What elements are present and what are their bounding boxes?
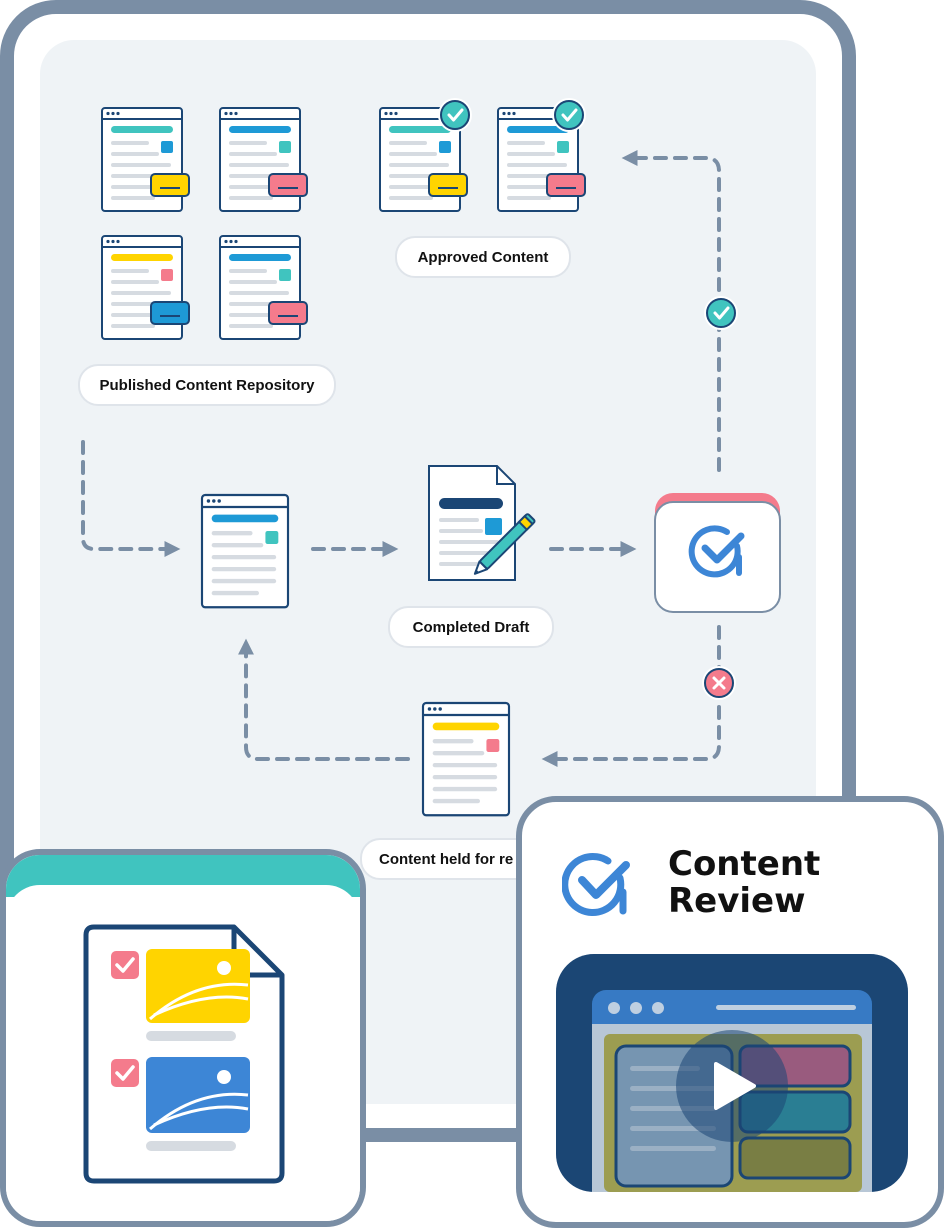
published-doc-2	[219, 107, 308, 212]
checkbox-icon	[111, 951, 139, 979]
video-title-line-2: Review	[668, 881, 806, 921]
arrow-repo-to-working	[81, 440, 181, 557]
content-review-video-card[interactable]: Content Review	[516, 796, 944, 1228]
working-doc	[200, 493, 290, 609]
held-doc	[421, 701, 511, 817]
label-approved-content: Approved Content	[395, 236, 571, 278]
arrow-review-to-held	[541, 625, 721, 767]
video-title: Content Review	[668, 846, 928, 920]
check-circle-icon	[550, 96, 588, 134]
play-icon	[676, 1030, 788, 1142]
label-completed-draft: Completed Draft	[388, 606, 554, 648]
video-title-line-1: Content	[668, 844, 821, 884]
pen-icon	[473, 513, 536, 575]
label-published-content-repository: Published Content Repository	[78, 364, 336, 406]
document-card	[0, 849, 366, 1227]
image-icon	[146, 949, 250, 1023]
published-doc-1	[101, 107, 190, 212]
flow-arrows	[81, 150, 721, 767]
review-check-icon	[562, 853, 630, 916]
approved-doc-2	[497, 107, 586, 212]
arrow-held-to-working	[238, 638, 410, 761]
document-illustration	[83, 924, 285, 1184]
image-icon	[146, 1057, 250, 1133]
approved-doc-1	[379, 107, 468, 212]
draft-doc	[428, 465, 516, 581]
review-check-icon	[688, 525, 745, 578]
published-doc-3	[101, 235, 190, 340]
check-circle-icon	[436, 96, 474, 134]
review-app-icon	[654, 493, 781, 613]
check-circle-icon	[702, 294, 740, 332]
arrow-review-to-approved	[621, 150, 721, 472]
x-circle-icon	[702, 666, 736, 700]
published-doc-4	[219, 235, 308, 340]
checkbox-icon	[111, 1059, 139, 1087]
video-thumbnail[interactable]	[556, 954, 908, 1192]
